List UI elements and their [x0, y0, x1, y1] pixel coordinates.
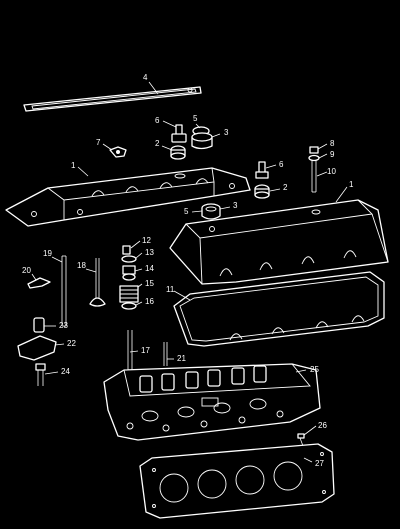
- head-plug-bolt: [297, 433, 305, 447]
- bolt-assembly-right: [308, 146, 320, 193]
- valve-cover-gasket: [173, 271, 385, 347]
- callout-7: 7: [96, 138, 101, 147]
- valve-cover-right: [169, 199, 389, 285]
- callout-25: 25: [310, 365, 319, 374]
- leader-lines: [31, 81, 348, 463]
- valve-cover-gasket-strip: [23, 86, 202, 112]
- callout-15: 15: [145, 279, 154, 288]
- callout-11: 11: [166, 285, 175, 294]
- callout-17: 17: [141, 346, 150, 355]
- valve-springs-row: [139, 365, 267, 393]
- breather-assembly-left: [109, 124, 213, 160]
- callout-14: 14: [145, 264, 154, 273]
- callout-23: 23: [59, 321, 68, 330]
- valve-spring-stack: [119, 245, 139, 310]
- callout-3: 3: [224, 128, 229, 137]
- callout-24: 24: [61, 367, 70, 376]
- callout-26: 26: [318, 421, 327, 430]
- callout-3: 3: [233, 201, 238, 210]
- pushrod-and-valve: [27, 255, 106, 327]
- callout-21: 21: [177, 354, 186, 363]
- callout-5: 5: [184, 207, 189, 216]
- callout-12: 12: [142, 236, 151, 245]
- callout-27: 27: [315, 459, 324, 468]
- breather-assembly-right: [201, 161, 270, 220]
- callout-6: 6: [155, 116, 160, 125]
- callout-16: 16: [145, 297, 154, 306]
- callout-9: 9: [330, 150, 335, 159]
- callout-18: 18: [77, 261, 86, 270]
- callout-2: 2: [155, 139, 160, 148]
- callout-4: 4: [143, 73, 148, 82]
- cylinder-head: [103, 363, 321, 441]
- callout-13: 13: [145, 248, 154, 257]
- ports-row: [141, 397, 267, 422]
- callout-labels: 4 6 5 7 2 3 1 8 9 10 6 2 1 5 3 12 13 14 …: [22, 73, 354, 468]
- callout-22: 22: [67, 339, 76, 348]
- callout-8: 8: [330, 139, 335, 148]
- callout-5: 5: [193, 114, 198, 123]
- head-gasket: [139, 443, 335, 519]
- callout-2: 2: [283, 183, 288, 192]
- callout-20: 20: [22, 266, 31, 275]
- valve-cover-left: [5, 167, 251, 227]
- rocker-arm-assembly: [17, 317, 57, 386]
- callout-19: 19: [43, 249, 52, 258]
- callout-6: 6: [279, 160, 284, 169]
- callout-1: 1: [71, 161, 76, 170]
- callout-10: 10: [327, 167, 336, 176]
- callout-1: 1: [349, 180, 354, 189]
- head-bolt-bosses: [126, 410, 284, 432]
